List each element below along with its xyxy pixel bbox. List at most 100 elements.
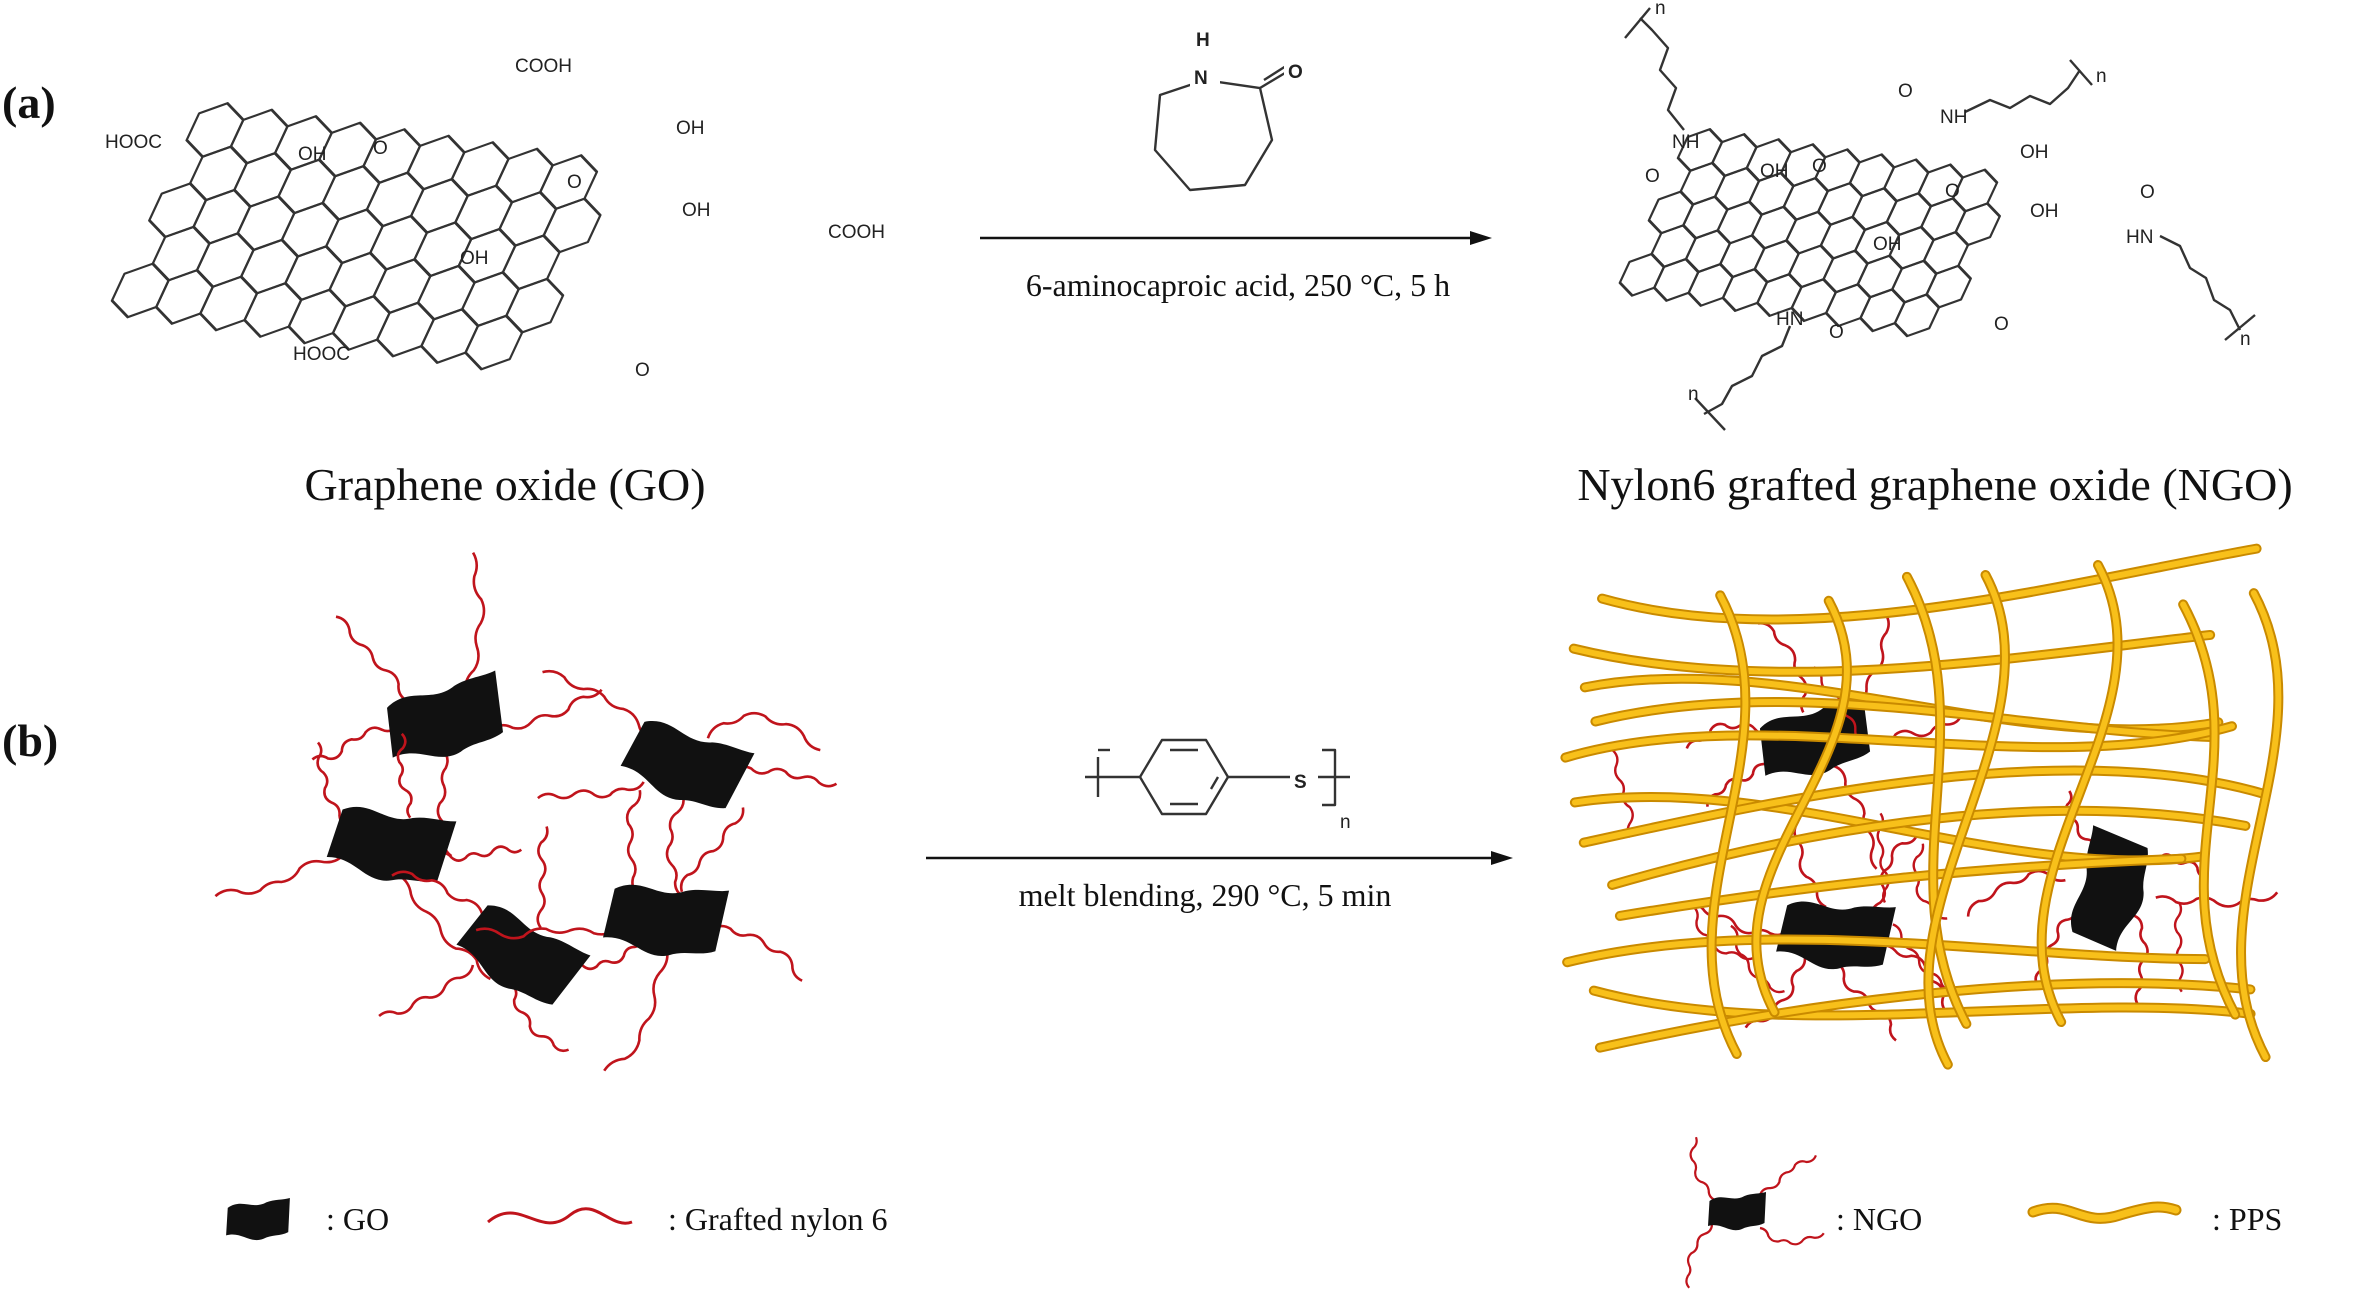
pps-fiber-core bbox=[1609, 807, 2249, 888]
sheet-shape bbox=[226, 1198, 290, 1241]
hexagon-ring bbox=[501, 234, 561, 291]
reaction-arrow-b bbox=[926, 851, 1513, 865]
nylon-chain bbox=[603, 949, 669, 1072]
hexagon-ring bbox=[505, 277, 565, 334]
legend-pps-icon bbox=[2027, 1201, 2182, 1224]
hexagon-ring bbox=[1925, 264, 1972, 309]
pps-fiber-core bbox=[2038, 562, 2121, 1026]
sheet-shape bbox=[603, 884, 730, 956]
legend-pps-label: : PPS bbox=[2212, 1201, 2282, 1237]
nylon-chain bbox=[679, 807, 745, 893]
nylon-chain bbox=[436, 845, 523, 862]
pps-fiber bbox=[1607, 805, 2251, 890]
go-label: COOH bbox=[515, 56, 572, 77]
go-caption: Graphene oxide (GO) bbox=[304, 459, 705, 510]
nylon-chain bbox=[625, 789, 642, 896]
pps-fiber-core bbox=[1570, 631, 2214, 675]
sheet-shape bbox=[456, 905, 591, 1005]
ngo-label: O bbox=[1812, 156, 1827, 177]
go-label: OH bbox=[682, 200, 711, 221]
sheet-shape bbox=[387, 670, 503, 758]
legend-go-icon bbox=[226, 1198, 290, 1241]
ngo-label: OH bbox=[2030, 201, 2059, 222]
ngo-label: O bbox=[1994, 314, 2009, 335]
pps-fiber bbox=[1751, 595, 1852, 1018]
go-sheet bbox=[2071, 825, 2148, 951]
go-label: O bbox=[635, 360, 650, 381]
pps-fiber-core bbox=[1564, 936, 2209, 966]
pps-fiber-core bbox=[1708, 592, 1749, 1057]
sheet-shape bbox=[326, 806, 457, 882]
pps-fiber bbox=[1923, 569, 2010, 1070]
caprolactam-n-atom: N bbox=[1194, 68, 1208, 89]
reaction-condition-b: melt blending, 290 °C, 5 min bbox=[1019, 877, 1392, 913]
panel-a-label: (a) bbox=[2, 77, 56, 128]
ngo-label: OH bbox=[1760, 161, 1789, 182]
ngo-label: O bbox=[1945, 181, 1960, 202]
nylon-chain bbox=[397, 873, 492, 981]
go-sheet bbox=[387, 670, 503, 758]
go-sheet bbox=[1776, 901, 1896, 970]
pps-fiber-core bbox=[1903, 573, 1970, 1027]
legend: : GO : Grafted nylon 6 : NGO : PPS bbox=[226, 1136, 2282, 1289]
go-label: OH bbox=[676, 118, 705, 139]
nylon-chain bbox=[1759, 1226, 1825, 1246]
reaction-condition-a: 6-aminocaproic acid, 250 °C, 5 h bbox=[1026, 267, 1450, 303]
ngo-repeat-n: n bbox=[1688, 384, 1699, 405]
ngo-structure bbox=[1618, 7, 2256, 431]
ngo-label: O bbox=[2140, 182, 2155, 203]
pps-fiber bbox=[1562, 934, 2211, 968]
pps-fiber bbox=[1578, 765, 2270, 848]
pps-fiber bbox=[1588, 985, 2256, 1021]
graphene-oxide-structure bbox=[110, 102, 602, 371]
go-label: O bbox=[373, 138, 388, 159]
hexagon-ring bbox=[542, 197, 602, 254]
pps-fiber-core bbox=[2238, 590, 2282, 1061]
nylon-chain bbox=[1684, 902, 1790, 937]
nylon-chain bbox=[475, 927, 619, 940]
legend-nylon-icon bbox=[487, 1207, 633, 1225]
ngo-label: NH bbox=[1672, 132, 1699, 153]
nylon-chain bbox=[311, 725, 398, 761]
go-label: OH bbox=[460, 248, 489, 269]
ngo-pps-composite bbox=[1560, 543, 2284, 1070]
reaction-arrow-a bbox=[980, 231, 1492, 245]
go-label: COOH bbox=[828, 222, 885, 243]
go-sheet bbox=[620, 721, 755, 809]
nylon-chain bbox=[2173, 901, 2184, 993]
go-sheet bbox=[326, 806, 457, 882]
ngo-label: O bbox=[1645, 166, 1660, 187]
ngo-label: O bbox=[1898, 81, 1913, 102]
ngo-repeat-n: n bbox=[1655, 0, 1666, 19]
nylon-chain bbox=[378, 964, 475, 1018]
sheet-shape bbox=[620, 721, 755, 809]
ngo-repeat-n: n bbox=[2096, 66, 2107, 87]
nylon-chain bbox=[537, 781, 645, 800]
nylon-chain bbox=[511, 983, 570, 1053]
ngo-label: HN bbox=[1776, 309, 1803, 330]
ngo-caption: Nylon6 grafted graphene oxide (NGO) bbox=[1577, 459, 2292, 510]
go-sheet bbox=[456, 905, 591, 1005]
nylon-chain bbox=[316, 741, 351, 829]
pps-fiber-core bbox=[1562, 723, 2235, 761]
pps-fiber bbox=[2236, 588, 2284, 1063]
nylon-chain bbox=[396, 732, 413, 819]
nylon-chain bbox=[542, 669, 655, 743]
pps-fiber bbox=[1560, 721, 2237, 763]
pps-fiber-core bbox=[1925, 571, 2008, 1068]
pps-fiber bbox=[1901, 571, 1972, 1029]
hex-lattice bbox=[110, 102, 602, 371]
pps-fiber-core bbox=[1580, 767, 2268, 846]
pps-fiber-core bbox=[1753, 597, 1850, 1016]
nylon-chain bbox=[2155, 891, 2279, 908]
nylon-chain bbox=[214, 854, 344, 898]
go-label: HOOC bbox=[105, 132, 162, 153]
pps-fiber-core bbox=[2180, 601, 2239, 1018]
go-sheet bbox=[226, 1198, 290, 1241]
nylon-chain bbox=[335, 615, 408, 702]
pps-sulfur-atom: S bbox=[1294, 772, 1307, 793]
ngo-label: HN bbox=[2126, 227, 2153, 248]
nylon-chain bbox=[1757, 621, 1808, 713]
nylon-chain bbox=[536, 826, 549, 929]
